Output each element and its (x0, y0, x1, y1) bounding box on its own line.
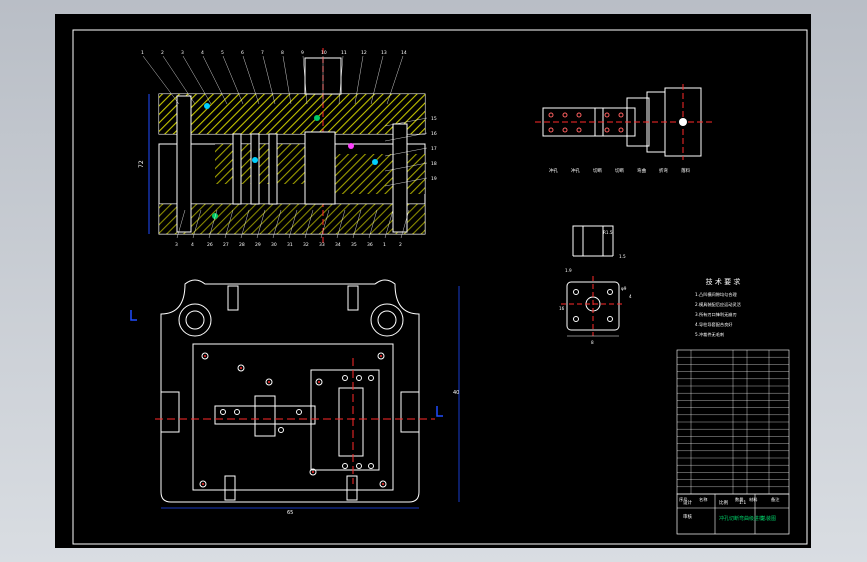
strip-station-labels: 冲孔 冲孔 切断 切断 弯曲 折弯 落料 (549, 167, 690, 174)
section-view: 72 (138, 48, 426, 244)
tech-req-line: 5.冲裁件无毛刺 (695, 331, 724, 338)
tech-req-title: 技 术 要 求 (706, 277, 741, 286)
balloon-right: 19 (431, 176, 437, 182)
drawing-border (72, 29, 808, 545)
balloon-bottom: 31 (287, 242, 293, 248)
drawing-title: 冲孔切断弯曲级进模 (719, 515, 764, 522)
balloon-top: 9 (301, 50, 304, 56)
tech-req-line: 1.凸凹模间隙均匀合理 (695, 291, 737, 298)
plan-view: 65 40 (130, 279, 460, 516)
part-dimension: R1.5 (603, 230, 613, 235)
balloon-bottom: 35 (351, 242, 357, 248)
part-dimension: 1.5 (619, 254, 626, 259)
balloon-top: 13 (381, 50, 387, 56)
balloon-bottom: 1 (383, 242, 386, 248)
technical-requirements: 技 术 要 求 1.凸凹模间隙均匀合理 2.模具装配后应运动灵活 3.所有刃口锋利无… (695, 277, 741, 338)
balloon-bottom: 28 (239, 242, 245, 248)
balloon-top: 8 (281, 50, 284, 56)
strip-station-label: 落料 (681, 167, 690, 174)
balloon-top: 10 (321, 50, 327, 56)
balloon-bottom: 32 (303, 242, 309, 248)
balloon-top: 6 (241, 50, 244, 56)
balloon-bottom: 3 (175, 242, 178, 248)
strip-station-label: 切断 (593, 167, 602, 174)
balloon-top: 2 (161, 50, 164, 56)
bom-header: 序号 (679, 496, 687, 503)
title-block-scale-label: 比例 (719, 499, 728, 506)
balloon-top: 5 (221, 50, 224, 56)
strip-station-label: 折弯 (659, 167, 668, 174)
balloon-right: 17 (431, 146, 437, 152)
part-dimension: 1.9 (565, 268, 572, 273)
part-view (561, 225, 625, 337)
balloon-bottom: 26 (207, 242, 213, 248)
balloon-top: 12 (361, 50, 367, 56)
balloon-right: 15 (431, 116, 437, 122)
balloon-bottom: 33 (319, 242, 325, 248)
balloon-top: 14 (401, 50, 407, 56)
title-block-check: 审核 (683, 513, 692, 520)
title-block: 设计 审核 比例 1:1 冲孔切断弯曲级进模 总装图 (676, 493, 790, 535)
strip-layout (535, 84, 715, 160)
title-block-scale: 1:1 (739, 500, 746, 506)
plan-width-dim: 65 (287, 510, 293, 516)
balloon-bottom: 4 (191, 242, 194, 248)
title-block-design: 设计 (683, 499, 692, 506)
balloon-top: 11 (341, 50, 347, 56)
part-dimension: 8 (591, 340, 594, 345)
part-dimensions: R1.5 1.5 1.9 4φ9 16 8 (559, 230, 632, 345)
bom-header: 材料 (749, 496, 758, 503)
tech-req-line: 2.模具装配后应运动灵活 (695, 301, 741, 308)
strip-station-label: 切断 (615, 167, 624, 174)
strip-station-label: 冲孔 (571, 167, 580, 174)
balloon-top: 3 (181, 50, 184, 56)
balloon-bottom: 36 (367, 242, 373, 248)
balloon-bottom: 29 (255, 242, 261, 248)
tech-req-line: 3.所有刃口锋利无崩刃 (695, 311, 737, 318)
part-dimension: 4 (629, 294, 632, 299)
balloon-bottom: 30 (271, 242, 277, 248)
balloon-top: 4 (201, 50, 204, 56)
plan-height-dim: 40 (453, 390, 459, 396)
drawing-number: 总装图 (761, 515, 776, 522)
bending-block (310, 369, 380, 471)
balloon-bottom: 2 (399, 242, 402, 248)
balloon-bottom: 34 (335, 242, 341, 248)
balloon-top: 1 (141, 50, 144, 56)
balloon-top: 7 (261, 50, 264, 56)
lower-die-base (160, 279, 420, 503)
bom-header: 备注 (771, 496, 780, 503)
balloon-bottom: 27 (223, 242, 229, 248)
bill-of-materials: 序号 名称 数量材料 备注 (676, 349, 790, 503)
bom-header: 名称 (699, 496, 707, 503)
balloon-right: 16 (431, 131, 437, 137)
bom-header: 数量 (735, 496, 743, 503)
strip-station-label: 弯曲 (637, 167, 646, 174)
part-dimension: 16 (559, 306, 565, 311)
section-height-dim: 72 (138, 160, 145, 168)
strip-station-label: 冲孔 (549, 167, 558, 174)
part-dimension: φ9 (621, 286, 627, 291)
balloon-right: 18 (431, 161, 437, 167)
tech-req-line: 4.导柱导套配合良好 (695, 321, 733, 328)
die-plate-outline (192, 343, 394, 491)
